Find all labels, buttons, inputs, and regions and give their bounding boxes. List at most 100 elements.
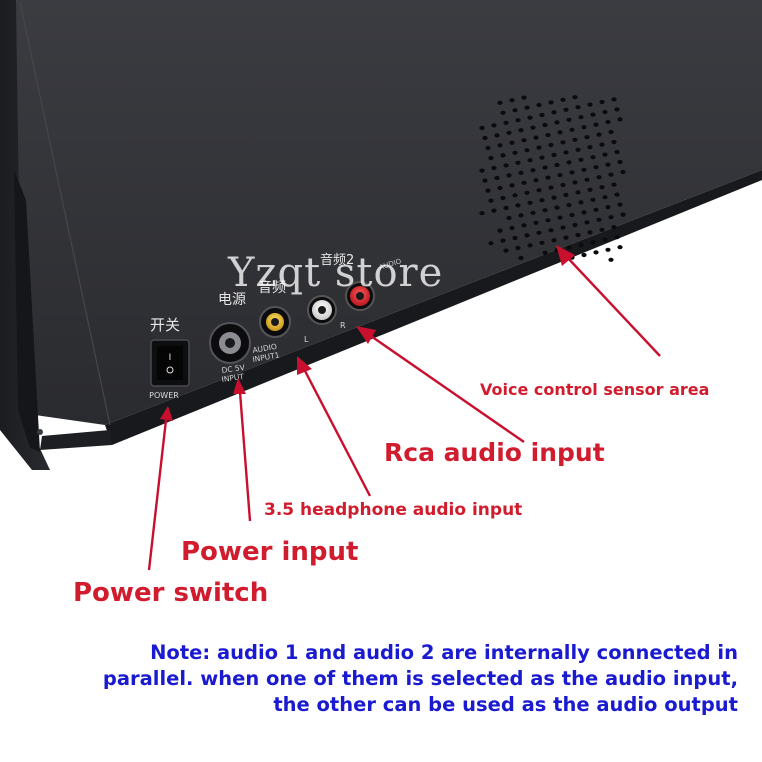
device-top-surface <box>0 0 762 425</box>
switch-cn-label: 开关 <box>150 316 180 334</box>
rca-right-jack <box>345 281 375 311</box>
note-line-3: the other can be used as the audio outpu… <box>273 693 738 716</box>
sensor-hole <box>599 99 605 105</box>
sensor-hole <box>611 139 617 145</box>
sensor-hole <box>563 192 569 198</box>
sensor-hole <box>578 242 584 248</box>
sensor-hole <box>551 110 557 115</box>
callout-arrows <box>147 245 661 571</box>
sensor-hole <box>512 150 518 155</box>
device-left-bezel <box>14 170 40 452</box>
sensor-hole <box>614 149 620 155</box>
sensor-hole <box>608 257 614 262</box>
sensor-hole <box>593 165 599 170</box>
sensor-hole <box>569 212 575 218</box>
sensor-hole <box>539 198 545 203</box>
sensor-hole <box>587 145 593 150</box>
sensor-hole <box>563 107 569 112</box>
audio-input-1-jack <box>259 306 291 338</box>
sensor-hole <box>617 245 623 250</box>
sensor-hole <box>551 195 557 200</box>
sensor-hole <box>548 142 554 148</box>
sensor-hole <box>554 205 560 210</box>
sensor-hole <box>533 220 539 225</box>
sensor-hole <box>611 182 617 187</box>
sensor-hole <box>494 133 500 138</box>
sensor-hole <box>515 245 521 251</box>
sensor-hole <box>503 205 509 211</box>
sensor-hole <box>506 130 512 135</box>
note-block: Note: audio 1 and audio 2 are internally… <box>38 640 738 718</box>
sensor-hole <box>479 211 485 216</box>
sensor-hole <box>575 105 581 110</box>
sensor-hole <box>530 125 536 130</box>
sensor-hole <box>566 202 572 208</box>
power-switch: I <box>150 339 190 387</box>
audio2-cn-label: 音频2 <box>320 252 354 268</box>
sensor-hole <box>620 212 626 217</box>
arrow-headphone <box>302 368 372 497</box>
sensor-hole <box>503 248 509 253</box>
sensor-hole <box>578 157 584 162</box>
device-left-side <box>0 0 50 470</box>
sensor-hole <box>545 132 551 138</box>
sensor-hole <box>488 155 494 161</box>
sensor-hole <box>512 108 518 113</box>
callout-headphone-input: 3.5 headphone audio input <box>264 500 523 520</box>
rca-left-jack <box>307 295 337 325</box>
sensor-hole <box>608 129 614 135</box>
sensor-hole <box>518 213 524 218</box>
sensor-hole <box>578 200 584 205</box>
sensor-hole <box>491 208 497 213</box>
sensor-hole <box>596 132 602 137</box>
sensor-hole <box>572 180 578 185</box>
dc-power-jack <box>209 322 251 364</box>
callout-voice-sensor: Voice control sensor area <box>480 380 710 399</box>
sensor-hole <box>557 215 563 220</box>
sensor-hole <box>539 155 545 160</box>
arrow-power-input <box>238 391 252 522</box>
sensor-hole <box>536 230 542 235</box>
sensor-hole <box>521 138 527 143</box>
sensor-hole <box>599 227 605 232</box>
sensor-hole <box>602 152 608 157</box>
sensor-hole <box>590 240 596 245</box>
sensor-hole <box>602 109 608 115</box>
power-cn-label: 电源 <box>218 292 246 308</box>
sensor-hole <box>533 178 539 183</box>
sensor-hole <box>512 193 518 198</box>
sensor-hole <box>551 152 557 158</box>
sensor-hole <box>509 225 515 231</box>
sensor-hole <box>488 241 494 246</box>
sensor-hole <box>614 235 620 240</box>
sensor-hole <box>536 102 542 108</box>
arrowhead-power-switch <box>160 406 173 421</box>
sensor-hole <box>569 127 575 132</box>
sensor-hole <box>572 137 578 142</box>
sensor-hole <box>575 232 581 238</box>
sensor-hole <box>569 170 575 175</box>
sensor-hole <box>560 225 566 230</box>
sensor-hole <box>524 105 530 110</box>
sensor-hole <box>605 247 611 252</box>
sensor-hole <box>563 235 569 240</box>
dc-label-1: DC 5V <box>221 363 246 375</box>
sensor-hole <box>584 177 590 182</box>
sensor-hole <box>587 102 593 107</box>
sensor-hole <box>590 112 596 117</box>
sensor-hole <box>518 170 524 175</box>
audio1-cn-label: 音频 <box>258 279 286 296</box>
sensor-hole <box>521 223 527 228</box>
sensor-hole <box>566 245 572 250</box>
sensor-hole <box>536 145 542 150</box>
sensor-hole <box>545 218 551 223</box>
sensor-hole <box>497 143 503 148</box>
sensor-hole <box>521 180 527 185</box>
sensor-hole <box>485 188 491 193</box>
sensor-hole <box>578 115 584 120</box>
sensor-hole <box>590 197 596 202</box>
sensor-hole <box>539 112 545 118</box>
device-base-edge <box>40 430 112 450</box>
arrow-rca <box>367 333 525 443</box>
